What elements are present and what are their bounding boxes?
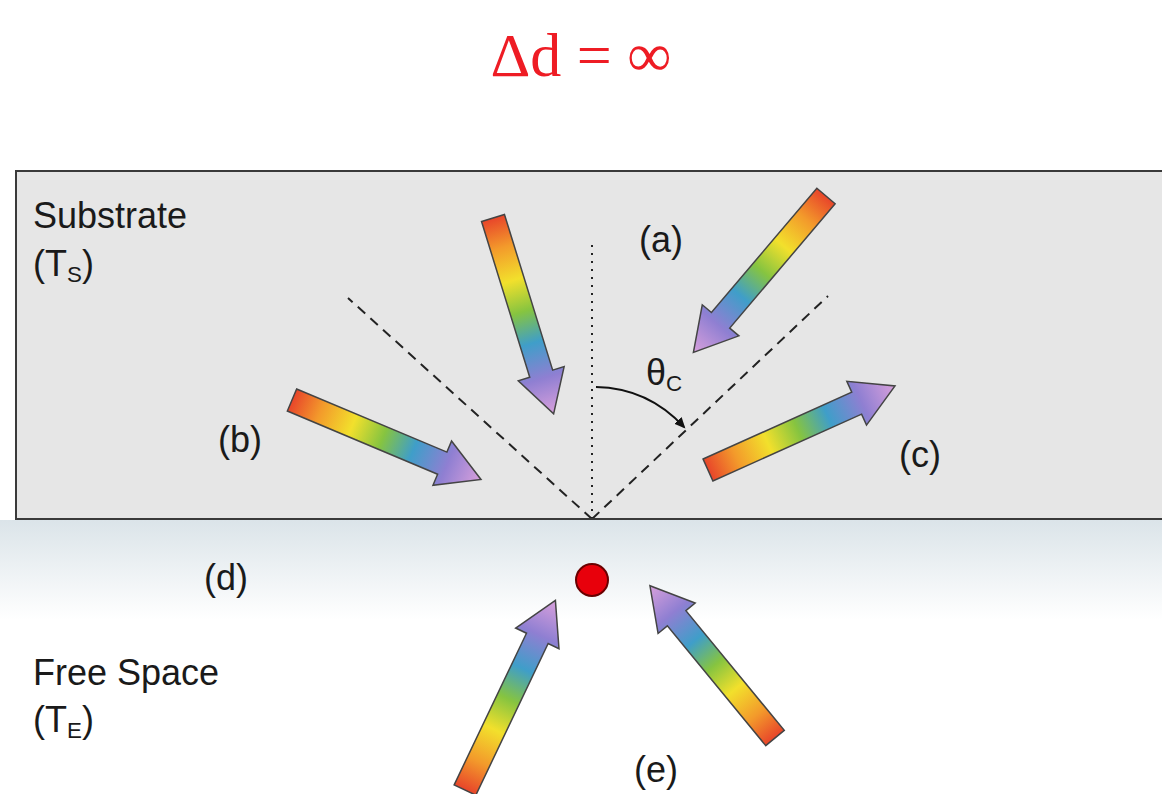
callout-letter: (a): [639, 217, 683, 264]
ray-arrow: [470, 211, 576, 421]
callout-letter: (d): [204, 555, 248, 602]
ray-arrow: [698, 364, 905, 492]
substrate-region: Substrate (TS): [15, 170, 1162, 520]
interface-haze: [0, 520, 1162, 620]
angle-symbol: θC: [646, 350, 682, 397]
substrate-fill: [15, 170, 1162, 519]
callout-letter: (c): [899, 432, 941, 479]
region-label: Free Space (TE): [33, 650, 233, 744]
callout-letter: (b): [218, 417, 262, 464]
normal-line: [591, 245, 593, 519]
ray-arrow: [675, 180, 844, 367]
ray-arrow: [283, 378, 491, 502]
emitter-dot: [576, 564, 608, 596]
callout-letter: (e): [634, 747, 678, 794]
ray-arrow: [631, 571, 793, 754]
ray-arrow: [443, 590, 577, 794]
region-label: Substrate (TS): [33, 192, 187, 288]
title: Δd = ∞: [490, 15, 671, 96]
